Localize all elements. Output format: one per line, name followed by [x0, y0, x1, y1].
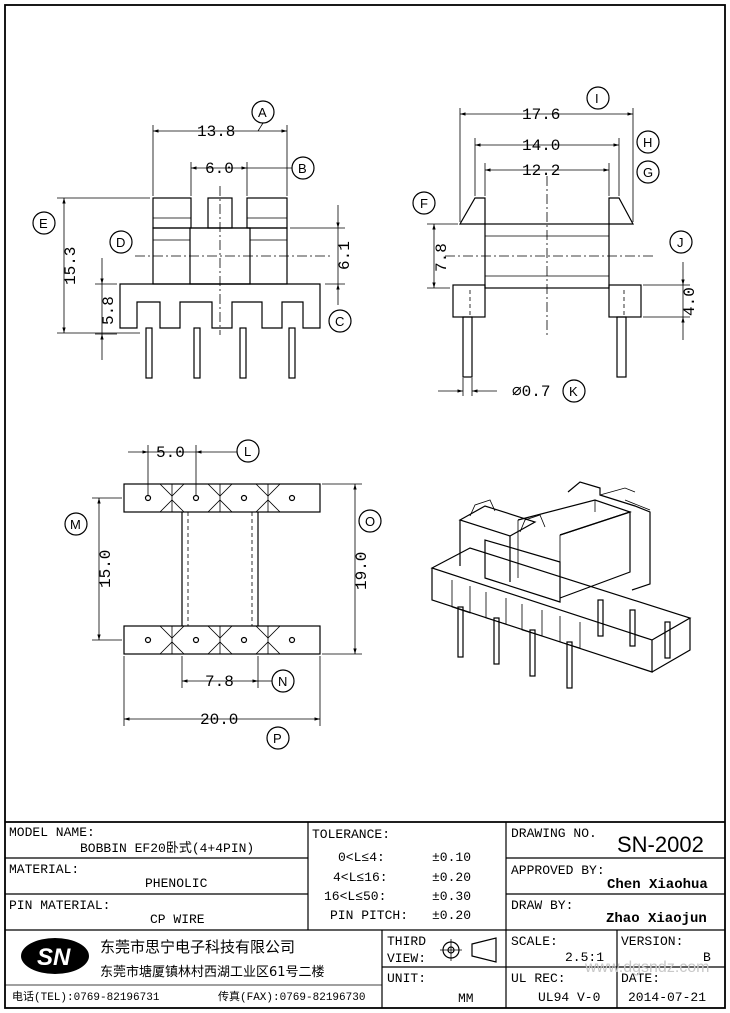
version-value: B — [703, 950, 711, 965]
tolerance-range-1: 4<L≤16: — [333, 870, 388, 885]
company-logo — [21, 938, 89, 974]
dim-e-letter: E — [39, 216, 48, 231]
model-name-value: BOBBIN EF20卧式(4+4PIN) — [80, 841, 254, 856]
date-label: DATE: — [621, 971, 660, 986]
unit-label: UNIT: — [387, 971, 426, 986]
dim-f-letter: F — [420, 196, 428, 211]
dim-h-value: 14.0 — [522, 137, 560, 155]
unit-value: MM — [458, 991, 474, 1006]
dim-i-letter: I — [595, 91, 599, 106]
tolerance-range-3: PIN PITCH: — [330, 908, 408, 923]
draw-by-value: Zhao Xiaojun — [606, 911, 707, 927]
dim-c-value: 6.1 — [336, 241, 354, 270]
approved-by-label: APPROVED BY: — [511, 863, 605, 878]
version-label: VERSION: — [621, 934, 683, 949]
dim-m-value: 15.0 — [97, 550, 115, 588]
dim-l-value: 5.0 — [156, 444, 185, 462]
tolerance-range-2: 16<L≤50: — [324, 889, 386, 904]
dim-j-letter: J — [677, 235, 684, 250]
draw-by-label: DRAW BY: — [511, 898, 573, 913]
third-angle-projection-icon — [440, 937, 497, 963]
front-view: 13.8 A 6.0 B 15.3 E 5.8 D 6.1 C — [32, 100, 354, 379]
dim-g-letter: G — [643, 165, 653, 180]
dim-n-letter: N — [278, 674, 287, 689]
dim-b-value: 6.0 — [205, 160, 234, 178]
tolerance-value-2: ±0.30 — [432, 889, 471, 904]
dim-o-value: 19.0 — [353, 552, 371, 590]
pin-material-value: CP WIRE — [150, 912, 205, 927]
dim-m-letter: M — [70, 517, 81, 532]
dim-a-letter: A — [258, 105, 267, 120]
dim-i-value: 17.6 — [522, 106, 560, 124]
dim-n-value: 7.8 — [205, 673, 234, 691]
dim-h-letter: H — [643, 135, 652, 150]
dim-p-letter: P — [273, 731, 282, 746]
scale-value: 2.5:1 — [565, 950, 604, 965]
title-block: MODEL NAME: BOBBIN EF20卧式(4+4PIN) MATERI… — [5, 821, 725, 1008]
dim-f-value: 7.8 — [433, 243, 451, 272]
date-value: 2014-07-21 — [628, 990, 706, 1005]
sheet-border — [4, 4, 726, 1009]
dim-k-value: ⌀0.7 — [512, 383, 550, 401]
drawing-no-label: DRAWING NO. — [511, 826, 597, 841]
dim-e-value: 15.3 — [62, 247, 80, 285]
model-name-label: MODEL NAME: — [9, 825, 95, 840]
side-view: 17.6 I 14.0 H 12.2 G 7.8 F 4.0 J ⌀0.7 — [412, 86, 699, 403]
dim-l-letter: L — [244, 444, 251, 459]
third-view-label-1: THIRD — [387, 934, 426, 949]
ul-rec-label: UL REC: — [511, 971, 566, 986]
tolerance-range-0: 0<L≤4: — [338, 850, 385, 865]
dim-c-letter: C — [335, 314, 344, 329]
dim-b-letter: B — [298, 161, 307, 176]
approved-by-value: Chen Xiaohua — [607, 877, 708, 893]
scale-label: SCALE: — [511, 934, 558, 949]
dim-p-value: 20.0 — [200, 711, 238, 729]
bottom-view: 5.0 L 15.0 M 19.0 O 7.8 N 20.0 P — [64, 439, 382, 750]
dim-o-letter: O — [365, 514, 375, 529]
isometric-view — [430, 481, 692, 689]
watermark: www.dgsndz.com — [584, 959, 710, 976]
drawing-no-value: SN-2002 — [617, 832, 704, 857]
company-fax: 传真(FAX):0769-82196730 — [218, 989, 365, 1004]
tolerance-label: TOLERANCE: — [312, 827, 390, 842]
dim-j-value: 4.0 — [681, 287, 699, 316]
dim-d-letter: D — [116, 235, 125, 250]
tolerance-value-3: ±0.20 — [432, 908, 471, 923]
tolerance-value-1: ±0.20 — [432, 870, 471, 885]
company-tel: 电话(TEL):0769-82196731 — [12, 990, 160, 1004]
dim-d-value: 5.8 — [100, 296, 118, 325]
tolerance-value-0: ±0.10 — [432, 850, 471, 865]
company-logo-text: SN — [37, 944, 71, 971]
company-address: 东莞市塘厦镇林村西湖工业区61号二楼 — [100, 964, 325, 980]
dim-a-value: 13.8 — [197, 123, 235, 141]
company-name: 东莞市思宁电子科技有限公司 — [100, 938, 295, 956]
dim-g-value: 12.2 — [522, 162, 560, 180]
third-view-label-2: VIEW: — [387, 951, 426, 966]
material-label: MATERIAL: — [9, 862, 79, 877]
pin-material-label: PIN MATERIAL: — [9, 898, 110, 913]
material-value: PHENOLIC — [145, 876, 208, 891]
dim-k-letter: K — [569, 384, 578, 399]
ul-rec-value: UL94 V-0 — [538, 990, 600, 1005]
